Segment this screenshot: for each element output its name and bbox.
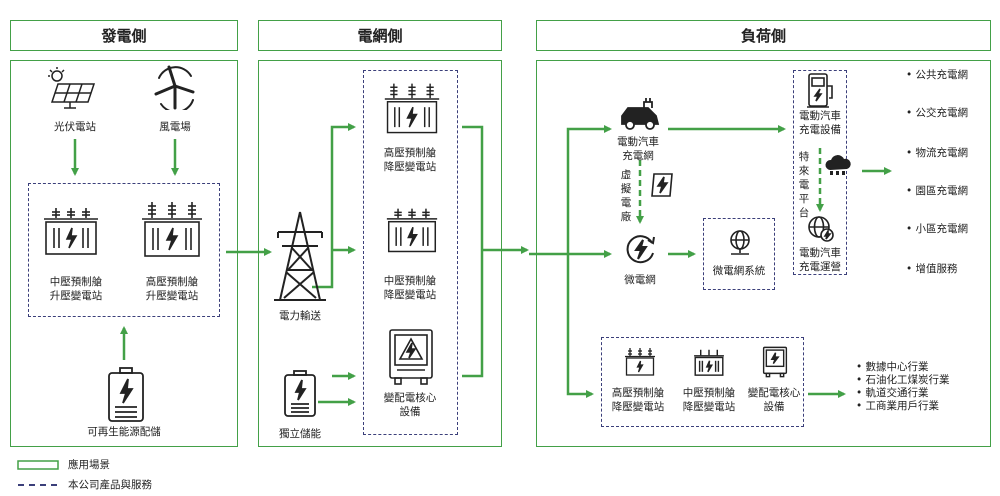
microgrid-system-icon <box>730 230 750 255</box>
virtual-power-plant-icon <box>651 173 673 197</box>
solar-panel-icon <box>48 67 96 109</box>
load-hv-substation-icon <box>625 348 655 376</box>
product-box-load-stations <box>601 337 804 427</box>
load-core-equipment-label: 變配電核心 設備 <box>747 387 801 413</box>
mv-substation-icon <box>44 208 98 255</box>
cloud-platform-icon <box>825 155 851 175</box>
ev-car-icon <box>621 98 660 130</box>
charging-network-list-item: • 物流充電網 <box>906 147 969 159</box>
legend-products-label: 本公司產品與服務 <box>68 479 152 491</box>
panel-grid <box>258 60 502 447</box>
grid-hv-station-label: 高壓預制艙 降壓變電站 <box>383 147 437 173</box>
product-box-charging <box>793 70 847 275</box>
panel-generation <box>10 60 238 447</box>
charging-network-list-item: • 小區充電網 <box>906 223 969 235</box>
product-box-grid-stations <box>363 70 458 435</box>
renewable-storage-label: 可再生能源配儲 <box>87 426 161 438</box>
industry-list-item: • 軌道交通行業 <box>856 387 929 399</box>
load-mv-station-label: 中壓預制艙 降壓變電站 <box>682 387 736 413</box>
product-box-microgrid-system <box>703 218 775 290</box>
switchgear-cabinet-icon <box>389 329 433 385</box>
microgrid-label: 微電網 <box>624 274 656 286</box>
charging-pile-icon <box>807 73 833 108</box>
wind-turbine-icon <box>154 65 195 110</box>
microgrid-icon <box>626 235 655 264</box>
independent-storage-label: 獨立儲能 <box>279 428 321 440</box>
special-platform-label: 特來電平台 <box>798 151 810 219</box>
core-equipment-label: 變配電核心 設備 <box>383 392 437 418</box>
ev-charging-operation-label: 電動汽車 充電運營 <box>799 247 841 273</box>
grid-mv-substation-icon <box>386 208 438 253</box>
grid-hv-substation-icon <box>384 83 440 134</box>
gen-hv-station-label: 高壓預制艙 升壓變電站 <box>145 276 199 302</box>
industry-list-item: • 數據中心行業 <box>856 361 929 373</box>
battery-storage-icon <box>108 367 144 422</box>
load-hv-station-label: 高壓預制艙 降壓變電站 <box>611 387 665 413</box>
industry-list-item: • 石油化工煤炭行業 <box>856 374 950 386</box>
charging-network-list-item: • 公共充電網 <box>906 69 969 81</box>
grid-mv-station-label: 中壓預制艙 降壓變電站 <box>383 275 437 301</box>
product-box-generation-stations <box>28 183 220 317</box>
header-grid-side: 電網側 <box>258 20 502 51</box>
charging-network-list-item: • 公交充電網 <box>906 107 969 119</box>
header-load-side: 負荷側 <box>536 20 991 51</box>
industry-list-item: • 工商業用戶行業 <box>856 400 940 412</box>
legend-scenario-label: 應用場景 <box>68 459 110 471</box>
wind-farm-label: 風電場 <box>159 121 191 133</box>
virtual-plant-label: 虛擬電廠 <box>620 169 632 223</box>
charging-operation-icon <box>808 216 834 242</box>
gen-mv-station-label: 中壓預制艙 升壓變電站 <box>49 276 103 302</box>
ev-grid-label: 電動汽車 充電網 <box>617 136 659 162</box>
load-switchgear-icon <box>762 346 788 378</box>
charging-network-list-item: • 園區充電網 <box>906 185 969 197</box>
header-generation-side: 發電側 <box>10 20 238 51</box>
transmission-label: 電力輸送 <box>279 310 321 322</box>
charging-network-list-item: • 增值服務 <box>906 263 958 275</box>
ev-charging-equipment-label: 電動汽車 充電設備 <box>799 110 841 136</box>
hv-substation-icon <box>142 202 202 257</box>
microgrid-system-label: 微電網系統 <box>712 265 766 277</box>
transmission-tower-icon <box>274 211 326 301</box>
load-mv-substation-icon <box>694 349 724 376</box>
independent-storage-icon <box>284 370 316 417</box>
solar-station-label: 光伏電站 <box>54 121 96 133</box>
